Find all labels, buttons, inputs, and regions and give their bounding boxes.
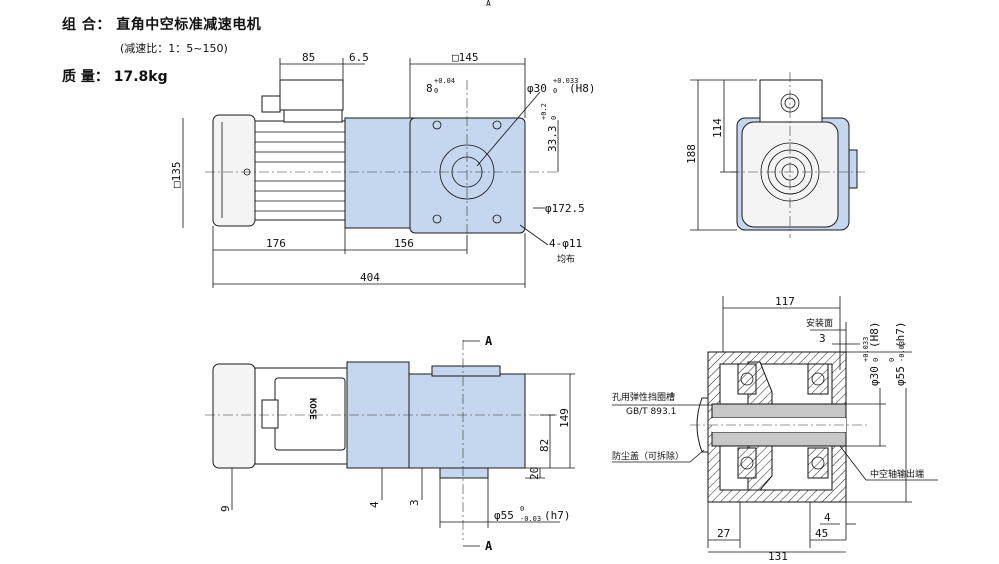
dim-sq145: □145 — [452, 51, 479, 64]
motor-body — [254, 120, 346, 221]
sec-dim-3: 3 — [819, 332, 826, 345]
top-mark: A — [486, 0, 491, 8]
bottom-dim-20: 20 — [528, 467, 541, 480]
bottom-dim-149: 149 — [558, 408, 571, 428]
dim-holes-note: 均布 — [557, 253, 575, 265]
bearing-right-bottom — [807, 447, 829, 479]
dim-8: 8 — [426, 82, 433, 95]
bottom-fan-cover — [212, 363, 256, 469]
bearing-left-bottom — [737, 447, 757, 479]
dim-phi30-tol: +0.033 — [553, 77, 578, 85]
section-view: 117 安装面 3 φ30 +0.033 0 (H8) φ55 0 -0.03 … — [612, 295, 938, 563]
sec-dim-phi55-tol: 0 — [888, 358, 896, 362]
dim-phi30: φ30 — [527, 82, 547, 95]
sec-dim-phi30: φ30 — [868, 366, 881, 386]
dim-phi30-low: 0 — [553, 87, 557, 95]
hollow-shaft-bottom — [711, 431, 847, 447]
dim-156: 156 — [394, 237, 414, 250]
ratio-label: (减速比：1：5~150) — [120, 42, 228, 55]
dim-176: 176 — [266, 237, 286, 250]
bottom-dim-82: 82 — [538, 439, 551, 452]
sec-dim-117: 117 — [775, 295, 795, 308]
sec-dim-27: 27 — [717, 527, 730, 540]
dim-33-3-low: 0 — [550, 116, 558, 120]
dim-404: 404 — [360, 271, 380, 284]
bottom-cable-gland — [261, 399, 279, 429]
gearbox-flange — [344, 117, 416, 229]
dim-holes: 4-φ11 — [549, 237, 582, 250]
sec-dim-phi30-fit: (H8) — [868, 322, 881, 349]
dim-33-3: 33.3 — [546, 126, 559, 153]
section-a-top: A — [485, 334, 493, 348]
dim-phi172: φ172.5 — [545, 202, 585, 215]
dim-8-tol: +0.04 — [434, 77, 455, 85]
bottom-dim-3: 3 — [408, 499, 421, 506]
bottom-output-shaft — [439, 467, 489, 479]
sec-dim-phi55-fit: (h7) — [894, 322, 907, 349]
dim-8-tol-low: 0 — [434, 87, 438, 95]
dim-33-3-tol: +0.2 — [540, 103, 548, 120]
bottom-dim-phi55-fit: (h7) — [544, 509, 571, 522]
motor-fan-cover — [212, 114, 256, 227]
bottom-dim-phi55-tol: 0 — [520, 505, 524, 513]
dim-6-5: 6.5 — [349, 51, 369, 64]
section-a-bottom: A — [485, 539, 493, 553]
hollow-shaft-top — [711, 403, 847, 419]
dim-85: 85 — [302, 51, 315, 64]
bottom-dim-9: 9 — [219, 505, 232, 512]
dust-cover — [696, 397, 709, 453]
brand-label: KOSE — [307, 398, 317, 420]
sec-dim-phi30-tol: +0.033 — [862, 337, 870, 362]
bottom-gearbox-body — [408, 373, 526, 469]
terminal-box — [279, 79, 344, 111]
combination-label: 组 合： 直角中空标准减速电机 — [62, 17, 262, 33]
bottom-dim-phi55-low: -0.03 — [520, 515, 541, 523]
circlip-label: 孔用弹性挡圈槽 — [612, 391, 675, 403]
output-label: 中空轴输出端 — [870, 468, 924, 480]
circlip-std-label: GB/T 893.1 — [626, 407, 676, 417]
sec-dim-phi55: φ55 — [894, 366, 907, 386]
dim-sq135: □135 — [170, 162, 183, 189]
bottom-view: KOSE A A 149 82 20 9 4 3 φ55 0 -0.03 — [205, 334, 575, 553]
side-dim-114: 114 — [711, 118, 724, 138]
sec-dim-4: 4 — [824, 511, 831, 524]
dim-phi30-fit: (H8) — [569, 82, 596, 95]
bearing-right-top — [807, 363, 829, 395]
dust-cover-label: 防尘盖（可拆除） — [612, 450, 684, 462]
front-view: 85 6.5 □145 8 +0.04 0 φ30 +0.033 0 (H8) … — [170, 0, 596, 288]
sec-dim-phi55-low: -0.03 — [898, 341, 906, 362]
bearing-left-top — [737, 363, 757, 395]
gearbox-front — [409, 117, 526, 234]
mount-face-label: 安装面 — [806, 317, 833, 329]
sec-dim-phi30-low: 0 — [872, 358, 880, 362]
side-dim-188: 188 — [685, 144, 698, 164]
sec-dim-45: 45 — [815, 527, 828, 540]
side-view: 114 188 — [685, 72, 865, 238]
bottom-dim-phi55: φ55 — [494, 509, 514, 522]
cable-gland — [261, 95, 281, 113]
bottom-dim-4: 4 — [368, 501, 381, 508]
sec-dim-131: 131 — [768, 550, 788, 563]
mass-label: 质 量： 17.8kg — [62, 69, 168, 85]
side-terminal-box — [759, 79, 823, 123]
